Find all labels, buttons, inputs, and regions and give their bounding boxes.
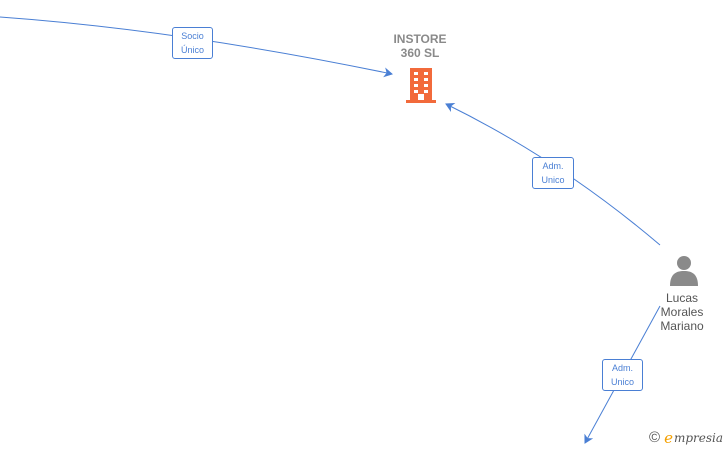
company-node-name[interactable]: INSTORE 360 SL: [370, 32, 470, 60]
edge-label-line: Único: [180, 45, 204, 55]
company-name-line: INSTORE: [393, 32, 447, 46]
person-icon[interactable]: [668, 254, 700, 286]
edge-label-line: Adm.: [611, 363, 633, 373]
person-name-line: Morales: [660, 305, 704, 319]
person-node-name[interactable]: Lucas Morales Mariano: [640, 291, 724, 333]
edge-label-line: Unico: [541, 175, 565, 185]
brand-logo-initial: e: [664, 429, 673, 447]
edge-label-line: Unico: [610, 377, 634, 387]
edge-label-line: Socio: [181, 31, 204, 41]
edge-label-adm-unico-person[interactable]: Adm. Unico: [602, 359, 643, 391]
edge-label-adm-unico-company[interactable]: Adm. Unico: [532, 157, 574, 189]
person-name-line: Lucas: [665, 291, 699, 305]
copyright-icon: ©: [649, 429, 661, 446]
company-name-line: 360 SL: [400, 46, 440, 60]
edge-label-socio-unico[interactable]: Socio Único: [172, 27, 213, 59]
edge-label-line: Adm.: [542, 161, 564, 171]
person-name-line: Mariano: [660, 319, 704, 333]
building-icon[interactable]: [406, 68, 436, 103]
brand-watermark: © e mpresia: [649, 429, 723, 447]
brand-logo-text: mpresia: [673, 431, 724, 445]
